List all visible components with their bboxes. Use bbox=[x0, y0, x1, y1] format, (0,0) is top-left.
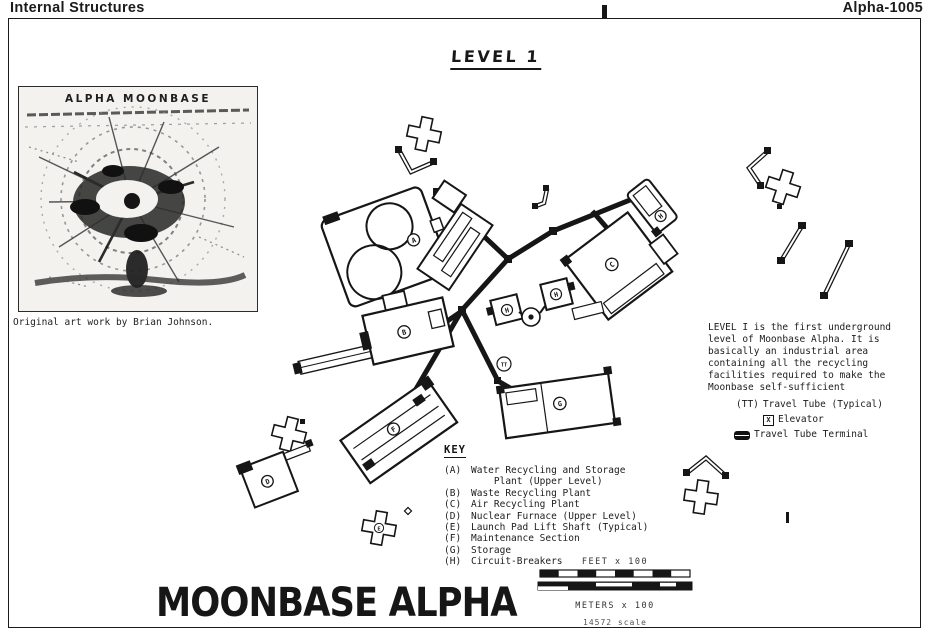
label-h3: H bbox=[657, 212, 665, 221]
label-h2: H bbox=[553, 290, 559, 299]
label-tt: TT bbox=[501, 362, 508, 368]
key-item: (B)Waste Recycling Plant bbox=[444, 487, 592, 499]
tube-elbows bbox=[395, 146, 853, 479]
level-description: LEVEL I is the first underground level o… bbox=[708, 322, 892, 393]
label-d: D bbox=[264, 477, 271, 486]
key-item: (G)Storage bbox=[444, 544, 512, 556]
moonbase-artwork-drawing: ALPHA MOONBASE bbox=[24, 93, 252, 297]
travel-tube-tag bbox=[496, 356, 512, 372]
key-item: (H)Circuit-Breakers bbox=[444, 556, 563, 568]
elevator-label: Elevator bbox=[778, 414, 824, 426]
label-a: A bbox=[411, 236, 418, 245]
description-block: LEVEL I is the first underground level o… bbox=[708, 322, 924, 441]
key-item: (E)Launch Pad Lift Shaft (Typical) bbox=[444, 522, 649, 534]
moonbase-alpha-logo: MOONBASE ALPHA bbox=[156, 579, 518, 626]
key-item: (C)Air Recycling Plant bbox=[444, 499, 580, 511]
building-f: F bbox=[338, 375, 459, 485]
elevator-icon: X bbox=[763, 414, 774, 426]
scale-meters-label: METERS x 100 bbox=[575, 601, 655, 611]
travel-tube-label: Travel Tube (Typical) bbox=[762, 399, 883, 411]
key-title: KEY bbox=[444, 444, 466, 458]
building-a-annex bbox=[416, 179, 494, 292]
legend-terminal: Travel Tube Terminal bbox=[734, 429, 924, 441]
page-border bbox=[8, 18, 921, 628]
map-key: KEY (A)Water Recycling and Storage Plant… bbox=[444, 440, 648, 568]
label-g: G bbox=[557, 400, 562, 409]
label-f: F bbox=[390, 425, 398, 434]
label-b: B bbox=[401, 328, 407, 337]
terminal-label: Travel Tube Terminal bbox=[754, 429, 869, 441]
scale-bar-graphic bbox=[537, 569, 693, 591]
building-c: C bbox=[559, 210, 679, 322]
label-c: C bbox=[608, 261, 616, 270]
building-h1: H bbox=[485, 293, 524, 327]
legend-travel-tube: (TT) Travel Tube (Typical) bbox=[736, 399, 924, 411]
building-h2: H bbox=[539, 277, 576, 312]
inset-title: ALPHA MOONBASE bbox=[65, 93, 211, 105]
building-a: A bbox=[320, 186, 451, 308]
scale-note: 14572 scale bbox=[583, 618, 647, 627]
doc-number: Alpha-1005 bbox=[842, 0, 923, 16]
label-h1: H bbox=[504, 306, 510, 315]
travel-tube-prefix: (TT) bbox=[736, 399, 759, 411]
legend-elevator: X Elevator bbox=[763, 414, 924, 426]
inset-artwork: ALPHA MOONBASE bbox=[18, 86, 258, 312]
key-item: (A)Water Recycling and Storage Plant (Up… bbox=[444, 465, 626, 488]
key-item: (D)Nuclear Furnace (Upper Level) bbox=[444, 510, 637, 522]
label-e: E bbox=[377, 526, 380, 532]
lift-shaft-markers bbox=[300, 204, 782, 516]
building-h3: H bbox=[626, 178, 678, 238]
inset-caption: Original art work by Brian Johnson. bbox=[13, 317, 214, 328]
building-b: B bbox=[292, 289, 455, 376]
lift-shaft-tag bbox=[373, 522, 385, 534]
page-title: Internal Structures bbox=[10, 0, 145, 16]
building-g: G bbox=[495, 365, 622, 440]
key-item: (F)Maintenance Section bbox=[444, 533, 580, 545]
travel-tube-terminal-icon bbox=[734, 430, 750, 440]
building-d: D bbox=[235, 438, 314, 509]
scale-feet-label: FEET x 100 bbox=[581, 557, 649, 567]
scale-bars: FEET x 100 METERS x 100 14572 scale bbox=[528, 557, 702, 627]
